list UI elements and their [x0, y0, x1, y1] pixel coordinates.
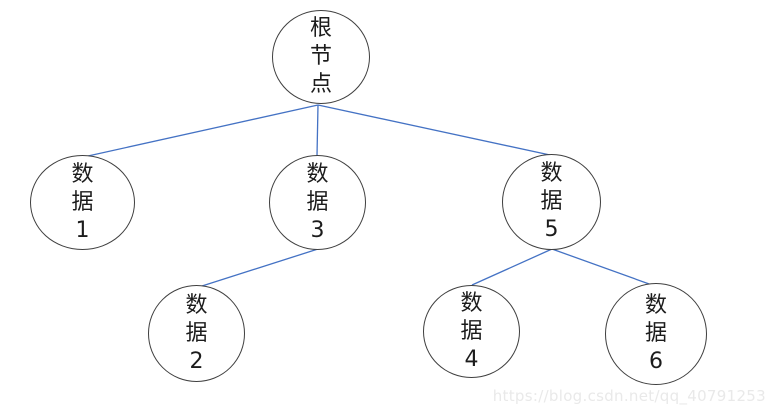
- node-label-data4: 数 据 4: [460, 290, 483, 372]
- edge-data5-data4: [471, 248, 553, 286]
- node-label-data1: 数 据 1: [71, 161, 94, 243]
- node-label-data6: 数 据 6: [644, 293, 667, 374]
- tree-node-data3: 数 据 3: [269, 155, 366, 250]
- watermark: https://blog.csdn.net/qq_40791253: [492, 387, 766, 405]
- tree-node-data4: 数 据 4: [423, 285, 520, 378]
- tree-node-data6: 数 据 6: [605, 283, 707, 385]
- tree-node-data1: 数 据 1: [30, 155, 135, 250]
- tree-node-root: 根 节 点: [272, 10, 370, 104]
- node-label-root: 根 节 点: [309, 16, 332, 97]
- node-label-data5: 数 据 5: [540, 161, 563, 242]
- node-label-data2: 数 据 2: [185, 292, 208, 374]
- edge-root-data3: [316, 104, 319, 157]
- edge-root-data1: [87, 104, 319, 157]
- edge-data5-data6: [551, 248, 653, 286]
- edge-data3-data2: [201, 248, 319, 287]
- tree-node-data2: 数 据 2: [148, 285, 245, 382]
- edge-root-data5: [317, 104, 551, 156]
- node-label-data3: 数 据 3: [306, 161, 329, 243]
- tree-node-data5: 数 据 5: [502, 154, 601, 250]
